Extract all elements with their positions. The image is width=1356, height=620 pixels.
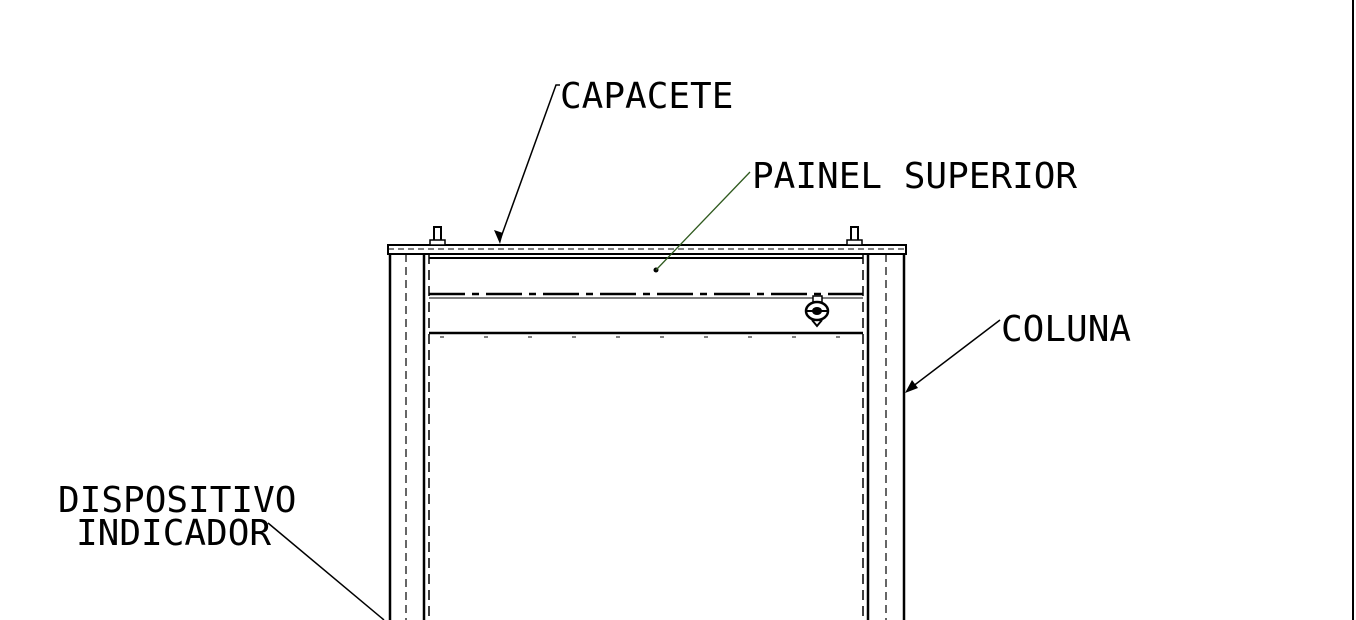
leader-painel-superior bbox=[655, 171, 751, 271]
painel-superior-panel bbox=[429, 257, 863, 338]
leader-dispositivo-indicador bbox=[267, 522, 385, 620]
bolt-left bbox=[429, 226, 446, 246]
left-column bbox=[388, 254, 430, 620]
label-capacete: CAPACETE bbox=[560, 76, 733, 117]
leader-coluna bbox=[905, 319, 1001, 393]
label-dispositivo-line1: DISPOSITIVO bbox=[58, 480, 296, 521]
label-painel-superior: PAINEL SUPERIOR bbox=[752, 156, 1077, 197]
capacete-plate bbox=[387, 244, 907, 255]
panel-lock-icon bbox=[804, 295, 830, 328]
right-column bbox=[862, 254, 906, 620]
leader-capacete bbox=[494, 84, 560, 244]
label-dispositivo-line2: INDICADOR bbox=[76, 513, 271, 554]
label-coluna: COLUNA bbox=[1001, 309, 1131, 350]
bolt-right bbox=[846, 226, 863, 246]
